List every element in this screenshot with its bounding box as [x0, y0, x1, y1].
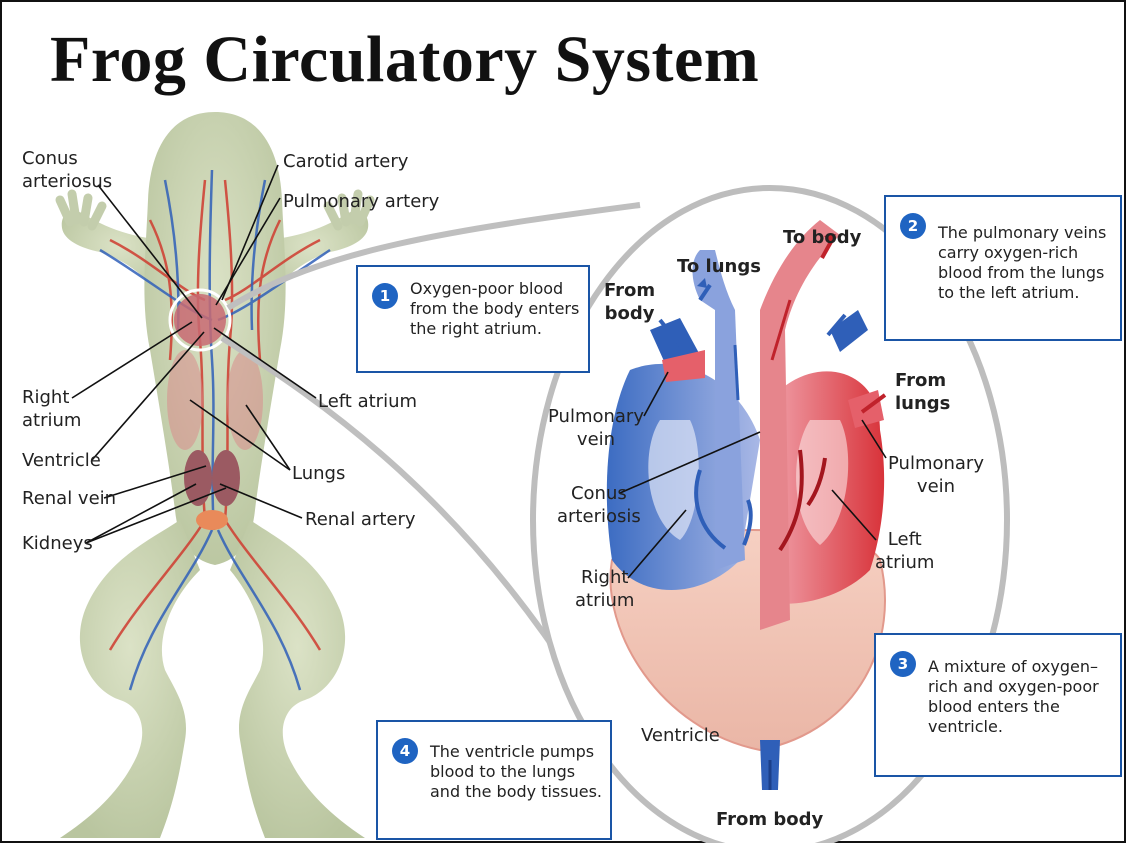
- label-pulmonary-vein-left: Pulmonary vein: [548, 405, 644, 451]
- step-1-text: Oxygen-poor blood from the body enters t…: [410, 279, 579, 339]
- step-2-line-4: to the left atrium.: [938, 283, 1079, 302]
- label-right-atrium-frog: Right atrium: [22, 386, 81, 432]
- step-box-2: 2 The pulmonary veins carry oxygen-rich …: [884, 195, 1122, 341]
- label-conus-arteriosis-line2: arteriosis: [557, 506, 641, 527]
- label-pulmonary-vein-left-line1: Pulmonary: [548, 406, 644, 427]
- label-from-body-left-line2: body: [605, 303, 655, 324]
- label-ventricle-heart: Ventricle: [641, 724, 720, 747]
- label-left-atrium-frog: Left atrium: [318, 390, 417, 413]
- step-box-3: 3 A mixture of oxygen– rich and oxygen-p…: [874, 633, 1122, 777]
- step-box-1: 1 Oxygen-poor blood from the body enters…: [356, 265, 590, 373]
- step-box-4: 4 The ventricle pumps blood to the lungs…: [376, 720, 612, 840]
- label-pulmonary-artery: Pulmonary artery: [283, 190, 439, 213]
- label-pulmonary-vein-right-line2: vein: [917, 476, 955, 497]
- label-kidneys: Kidneys: [22, 532, 93, 555]
- step-3-line-4: ventricle.: [928, 717, 1003, 736]
- step-4-text: The ventricle pumps blood to the lungs a…: [430, 742, 602, 802]
- label-from-lungs: From lungs: [895, 369, 950, 415]
- label-from-lungs-line2: lungs: [895, 393, 950, 414]
- step-1-line-1: Oxygen-poor blood: [410, 279, 563, 298]
- label-from-body-left: From body: [604, 279, 655, 325]
- label-renal-artery: Renal artery: [305, 508, 416, 531]
- label-right-atrium-heart-line1: Right: [581, 567, 628, 588]
- label-conus-arteriosus-line2: arteriosus: [22, 171, 112, 192]
- step-2-line-1: The pulmonary veins: [938, 223, 1106, 242]
- step-4-line-3: and the body tissues.: [430, 782, 602, 801]
- label-conus-arteriosis-line1: Conus: [571, 483, 627, 504]
- label-to-body: To body: [783, 226, 861, 249]
- label-from-lungs-line1: From: [895, 370, 946, 391]
- step-3-number-badge: 3: [890, 651, 916, 677]
- step-2-number-badge: 2: [900, 213, 926, 239]
- step-2-line-3: blood from the lungs: [938, 263, 1104, 282]
- step-1-line-3: the right atrium.: [410, 319, 542, 338]
- step-3-line-3: blood enters the: [928, 697, 1060, 716]
- step-2-line-2: carry oxygen-rich: [938, 243, 1078, 262]
- label-from-body-left-line1: From: [604, 280, 655, 301]
- label-ventricle-frog: Ventricle: [22, 449, 101, 472]
- step-1-line-2: from the body enters: [410, 299, 579, 318]
- label-to-lungs: To lungs: [677, 255, 761, 278]
- step-4-line-2: blood to the lungs: [430, 762, 575, 781]
- step-3-text: A mixture of oxygen– rich and oxygen-poo…: [928, 657, 1099, 737]
- label-renal-vein: Renal vein: [22, 487, 116, 510]
- label-right-atrium-heart-line2: atrium: [575, 590, 634, 611]
- label-carotid-artery: Carotid artery: [283, 150, 408, 173]
- label-lungs: Lungs: [292, 462, 345, 485]
- label-conus-arteriosus-line1: Conus: [22, 148, 78, 169]
- label-pulmonary-vein-right-line1: Pulmonary: [888, 453, 984, 474]
- step-4-line-1: The ventricle pumps: [430, 742, 594, 761]
- label-from-body-bottom: From body: [716, 808, 823, 831]
- label-right-atrium-heart: Right atrium: [575, 566, 634, 612]
- label-right-atrium-frog-line2: atrium: [22, 410, 81, 431]
- label-conus-arteriosus: Conus arteriosus: [22, 147, 112, 193]
- step-2-text: The pulmonary veins carry oxygen-rich bl…: [938, 223, 1106, 303]
- label-left-atrium-heart: Left atrium: [875, 528, 934, 574]
- label-right-atrium-frog-line1: Right: [22, 387, 69, 408]
- label-left-atrium-heart-line2: atrium: [875, 552, 934, 573]
- label-pulmonary-vein-right: Pulmonary vein: [888, 452, 984, 498]
- label-pulmonary-vein-left-line2: vein: [577, 429, 615, 450]
- step-4-number-badge: 4: [392, 738, 418, 764]
- step-1-number-badge: 1: [372, 283, 398, 309]
- label-conus-arteriosis: Conus arteriosis: [557, 482, 641, 528]
- label-left-atrium-heart-line1: Left: [888, 529, 922, 550]
- step-3-line-2: rich and oxygen-poor: [928, 677, 1099, 696]
- step-3-line-1: A mixture of oxygen–: [928, 657, 1098, 676]
